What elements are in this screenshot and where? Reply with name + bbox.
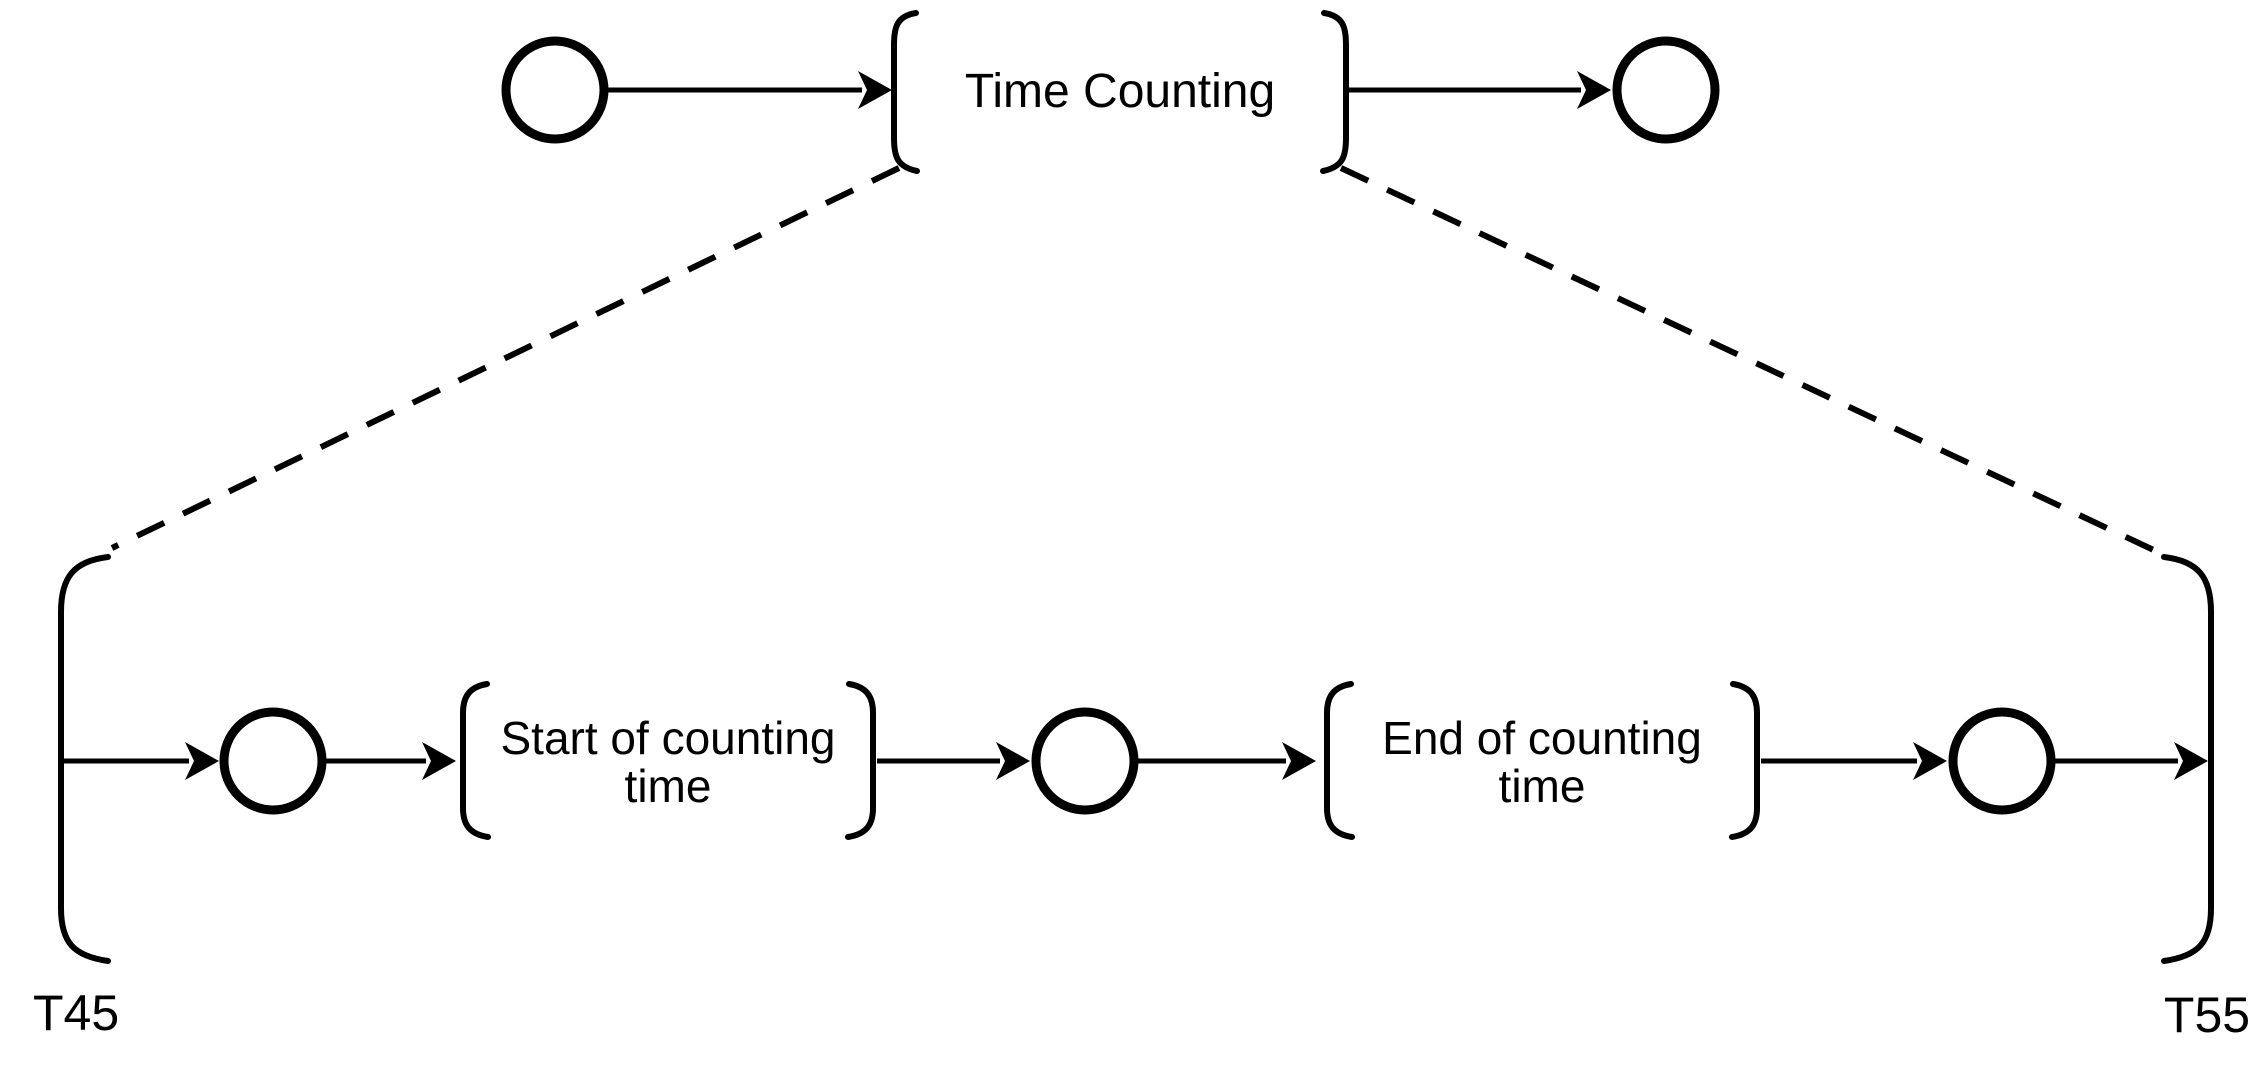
sub-transition1-label-line1: Start of counting xyxy=(501,712,836,764)
sub-process-flow: Start of counting time End of counting t… xyxy=(64,681,2208,840)
sub-place-circle-1 xyxy=(219,707,327,815)
left-boundary-label: T45 xyxy=(33,985,119,1041)
refinement-dashed-line-left xyxy=(110,165,901,551)
arrowhead-icon xyxy=(1282,742,1316,780)
arrowhead-icon xyxy=(2174,742,2208,780)
sub-transition2-label-line2: time xyxy=(1499,760,1586,812)
sub-transition1-close-bracket xyxy=(845,681,876,840)
sub-transition2-label-line1: End of counting xyxy=(1382,712,1702,764)
sub-transition1-open-bracket xyxy=(460,681,491,840)
arrowhead-icon xyxy=(422,742,456,780)
arrowhead-icon xyxy=(185,742,219,780)
top-end-place-circle xyxy=(1612,36,1720,144)
sub-transition2-open-bracket xyxy=(1324,681,1355,840)
top-level-flow: Time Counting xyxy=(501,10,1720,174)
arrowhead-icon xyxy=(1913,742,1947,780)
top-open-bracket xyxy=(891,10,920,174)
top-transition-label: Time Counting xyxy=(965,65,1275,118)
sub-place-circle-3 xyxy=(1948,707,2056,815)
arrowhead-icon xyxy=(996,742,1030,780)
sub-transition2-close-bracket xyxy=(1729,681,1760,840)
refinement-connectors xyxy=(110,165,2162,556)
arrowhead-icon xyxy=(858,71,892,109)
right-boundary-label: T55 xyxy=(2164,987,2250,1043)
sub-process-boundary: T45 T55 xyxy=(33,554,2250,1043)
sub-right-boundary-bracket xyxy=(2161,554,2214,964)
arrowhead-icon xyxy=(1577,71,1611,109)
refinement-dashed-line-right xyxy=(1339,165,2162,556)
sub-left-boundary-bracket xyxy=(58,554,111,964)
sub-transition1-label-line2: time xyxy=(625,760,712,812)
top-start-place-circle xyxy=(501,36,609,144)
sub-place-circle-2 xyxy=(1031,707,1139,815)
top-close-bracket xyxy=(1320,10,1349,174)
